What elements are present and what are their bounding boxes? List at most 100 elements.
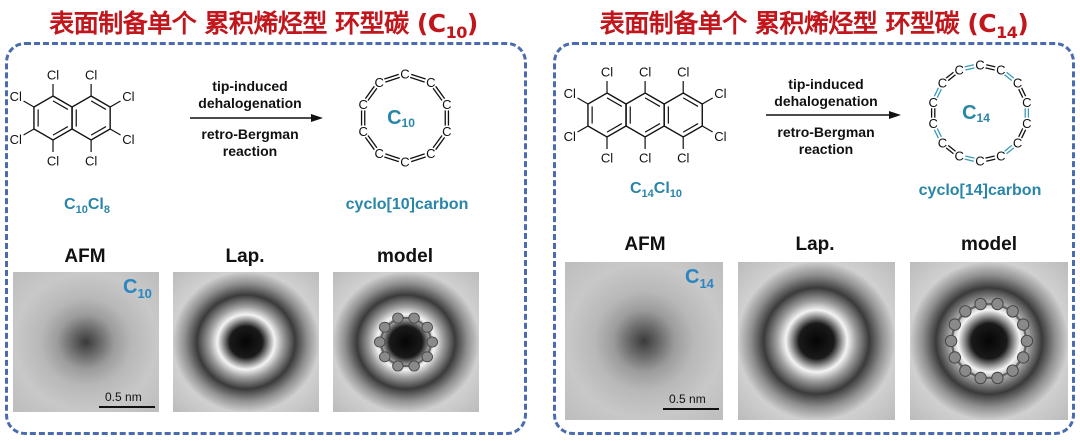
double-bond xyxy=(52,126,69,136)
carbon-atom-ball xyxy=(374,336,386,348)
benzene-ring xyxy=(663,92,703,138)
c-cl-bond xyxy=(701,125,713,133)
carbon-atom-ball xyxy=(1017,351,1030,364)
carbon-atom: C xyxy=(358,97,367,112)
double-bond xyxy=(965,67,975,71)
model-image xyxy=(910,262,1068,420)
double-bond xyxy=(945,71,954,79)
carbon-atom: C xyxy=(374,146,383,161)
carbon-atom: C xyxy=(975,58,984,73)
carbon-atom: C xyxy=(1013,76,1022,91)
carbon-atom: C xyxy=(938,135,947,150)
label-afm: AFM xyxy=(64,246,106,267)
afm-image xyxy=(565,262,723,420)
double-bond xyxy=(410,156,426,163)
scale-label: 0.5 nm xyxy=(105,390,142,404)
arrowhead-icon xyxy=(889,111,901,119)
arrow-label-top: tip-induced dehalogenation xyxy=(774,76,878,109)
carbon-atom-ball xyxy=(421,321,433,333)
double-bond xyxy=(965,155,975,159)
image-background xyxy=(13,272,159,412)
double-bond xyxy=(90,100,107,110)
carbon-atom-ball xyxy=(426,336,438,348)
carbon-atom: C xyxy=(975,154,984,169)
model-image-canvas xyxy=(333,272,479,412)
carbon-atom-ball xyxy=(948,318,961,331)
label-lap: Lap. xyxy=(795,234,835,255)
double-bond xyxy=(432,87,443,101)
arrow-label-top: tip-induced dehalogenation xyxy=(198,78,302,111)
chlorine-atom: Cl xyxy=(47,68,59,83)
double-bond xyxy=(432,135,443,149)
c-cl-bond xyxy=(23,100,35,108)
image-background xyxy=(333,272,479,412)
carbon-atom-ball xyxy=(948,351,961,364)
carbon-atom-ball xyxy=(421,351,433,363)
double-bond xyxy=(90,126,107,136)
afm-tag: C10 xyxy=(123,276,152,301)
afm-image xyxy=(13,272,159,412)
double-bond xyxy=(1018,88,1024,98)
double-bond xyxy=(945,147,954,155)
double-bond xyxy=(1004,74,1013,82)
carbon-atom-ball xyxy=(991,297,1004,311)
double-bond xyxy=(385,153,400,160)
carbon-atom-ball xyxy=(392,312,404,324)
carbon-atom: C xyxy=(426,75,435,90)
chlorine-atom: Cl xyxy=(10,132,22,147)
chlorine-atom: Cl xyxy=(85,68,97,83)
carbon-atom-ball xyxy=(379,321,391,333)
panel-title: 表面制备单个 累积烯烃型 环型碳 (C14) xyxy=(599,9,1029,42)
chlorine-atom: Cl xyxy=(47,154,59,169)
carbon-atom: C xyxy=(400,67,409,82)
dashed-frame xyxy=(5,42,527,435)
carbon-atom-ball xyxy=(974,297,987,311)
chlorine-atom: Cl xyxy=(10,89,22,104)
label-model: model xyxy=(377,246,433,267)
product-name: cyclo[10]carbon xyxy=(345,196,469,213)
arrow-label-bottom: retro-Bergman reaction xyxy=(201,126,299,159)
carbon-atom: C xyxy=(938,76,947,91)
double-bond xyxy=(986,64,996,68)
c-cl-bond xyxy=(701,97,713,105)
double-bond xyxy=(435,85,446,99)
chlorine-atom: Cl xyxy=(85,154,97,169)
carbon-atom-ball xyxy=(408,360,420,372)
carbon-atom-ball xyxy=(1017,318,1030,331)
carbon-atom-ball xyxy=(379,351,391,363)
carbon-atom: C xyxy=(954,62,963,77)
carbon-atom-ball xyxy=(1006,364,1019,377)
chlorine-atom: Cl xyxy=(122,132,134,147)
chlorine-atom: Cl xyxy=(564,129,576,144)
afm-image-canvas xyxy=(13,272,159,412)
double-bond xyxy=(936,88,942,98)
carbon-atom-ball xyxy=(959,305,972,318)
double-bond xyxy=(933,129,940,139)
chlorine-atom: Cl xyxy=(714,86,726,101)
double-bond xyxy=(682,97,699,107)
double-bond xyxy=(364,85,375,99)
model-image xyxy=(333,272,479,412)
double-bond xyxy=(1006,71,1015,79)
chlorine-atom: Cl xyxy=(677,65,689,80)
chlorine-atom: Cl xyxy=(564,86,576,101)
double-bond xyxy=(410,153,425,160)
c-cl-bond xyxy=(109,100,121,108)
label-afm: AFM xyxy=(624,234,666,255)
double-bond xyxy=(1020,129,1027,139)
carbon-atom: C xyxy=(996,62,1005,77)
carbon-atom-ball xyxy=(1006,305,1019,318)
carbon-atom: C xyxy=(996,149,1005,164)
ring-center-subscript: 10 xyxy=(402,116,416,130)
carbon-atom: C xyxy=(1022,95,1031,110)
carbon-atom: C xyxy=(374,75,383,90)
benzene-ring xyxy=(625,92,665,138)
afm-tag: C14 xyxy=(685,266,714,291)
ring-center-label: C10 xyxy=(387,107,415,130)
double-bond xyxy=(364,137,375,151)
scale-bar xyxy=(663,408,719,410)
model-image-canvas xyxy=(910,262,1068,420)
double-bond xyxy=(986,158,996,162)
